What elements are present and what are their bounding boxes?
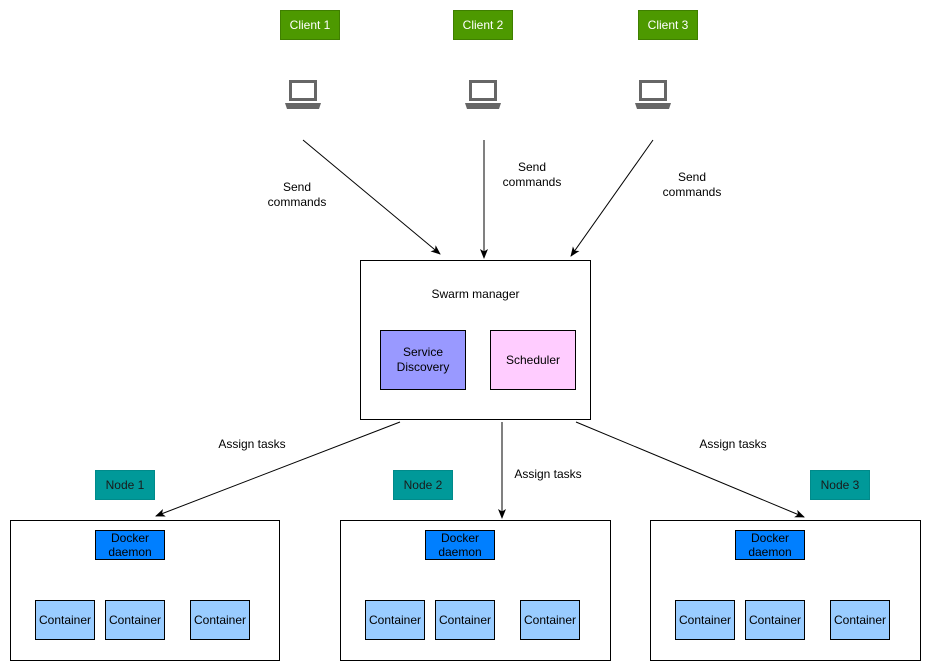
arrow-client3-to-manager — [570, 139, 654, 257]
node-1-label: Node 1 — [95, 470, 155, 500]
arrow-manager-to-node1 — [155, 421, 401, 517]
container-node1-1: Container — [35, 600, 95, 640]
container-node3-3: Container — [830, 600, 890, 640]
laptop-icon — [635, 80, 671, 109]
edge-label-assign-tasks-3: Assign tasks — [699, 437, 767, 451]
container-node1-3: Container — [190, 600, 250, 640]
laptop-icon — [285, 80, 321, 109]
container-node3-2: Container — [745, 600, 805, 640]
client-1-label: Client 1 — [280, 10, 340, 40]
node-3-label: Node 3 — [810, 470, 870, 500]
laptop-icon — [465, 80, 501, 109]
arrow-client1-to-manager — [302, 139, 441, 255]
edge-label-assign-tasks-1: Assign tasks — [218, 437, 286, 451]
container-node3-1: Container — [675, 600, 735, 640]
node-2-label: Node 2 — [393, 470, 453, 500]
client-2-label: Client 2 — [453, 10, 513, 40]
arrow-manager-to-node3 — [575, 421, 805, 518]
container-node2-1: Container — [365, 600, 425, 640]
scheduler-box: Scheduler — [490, 330, 576, 390]
swarm-manager-title: Swarm manager — [431, 287, 520, 301]
client-3-label: Client 3 — [638, 10, 698, 40]
container-node2-2: Container — [435, 600, 495, 640]
container-node2-3: Container — [520, 600, 580, 640]
edge-label-assign-tasks-2: Assign tasks — [514, 467, 582, 481]
container-node1-2: Container — [105, 600, 165, 640]
